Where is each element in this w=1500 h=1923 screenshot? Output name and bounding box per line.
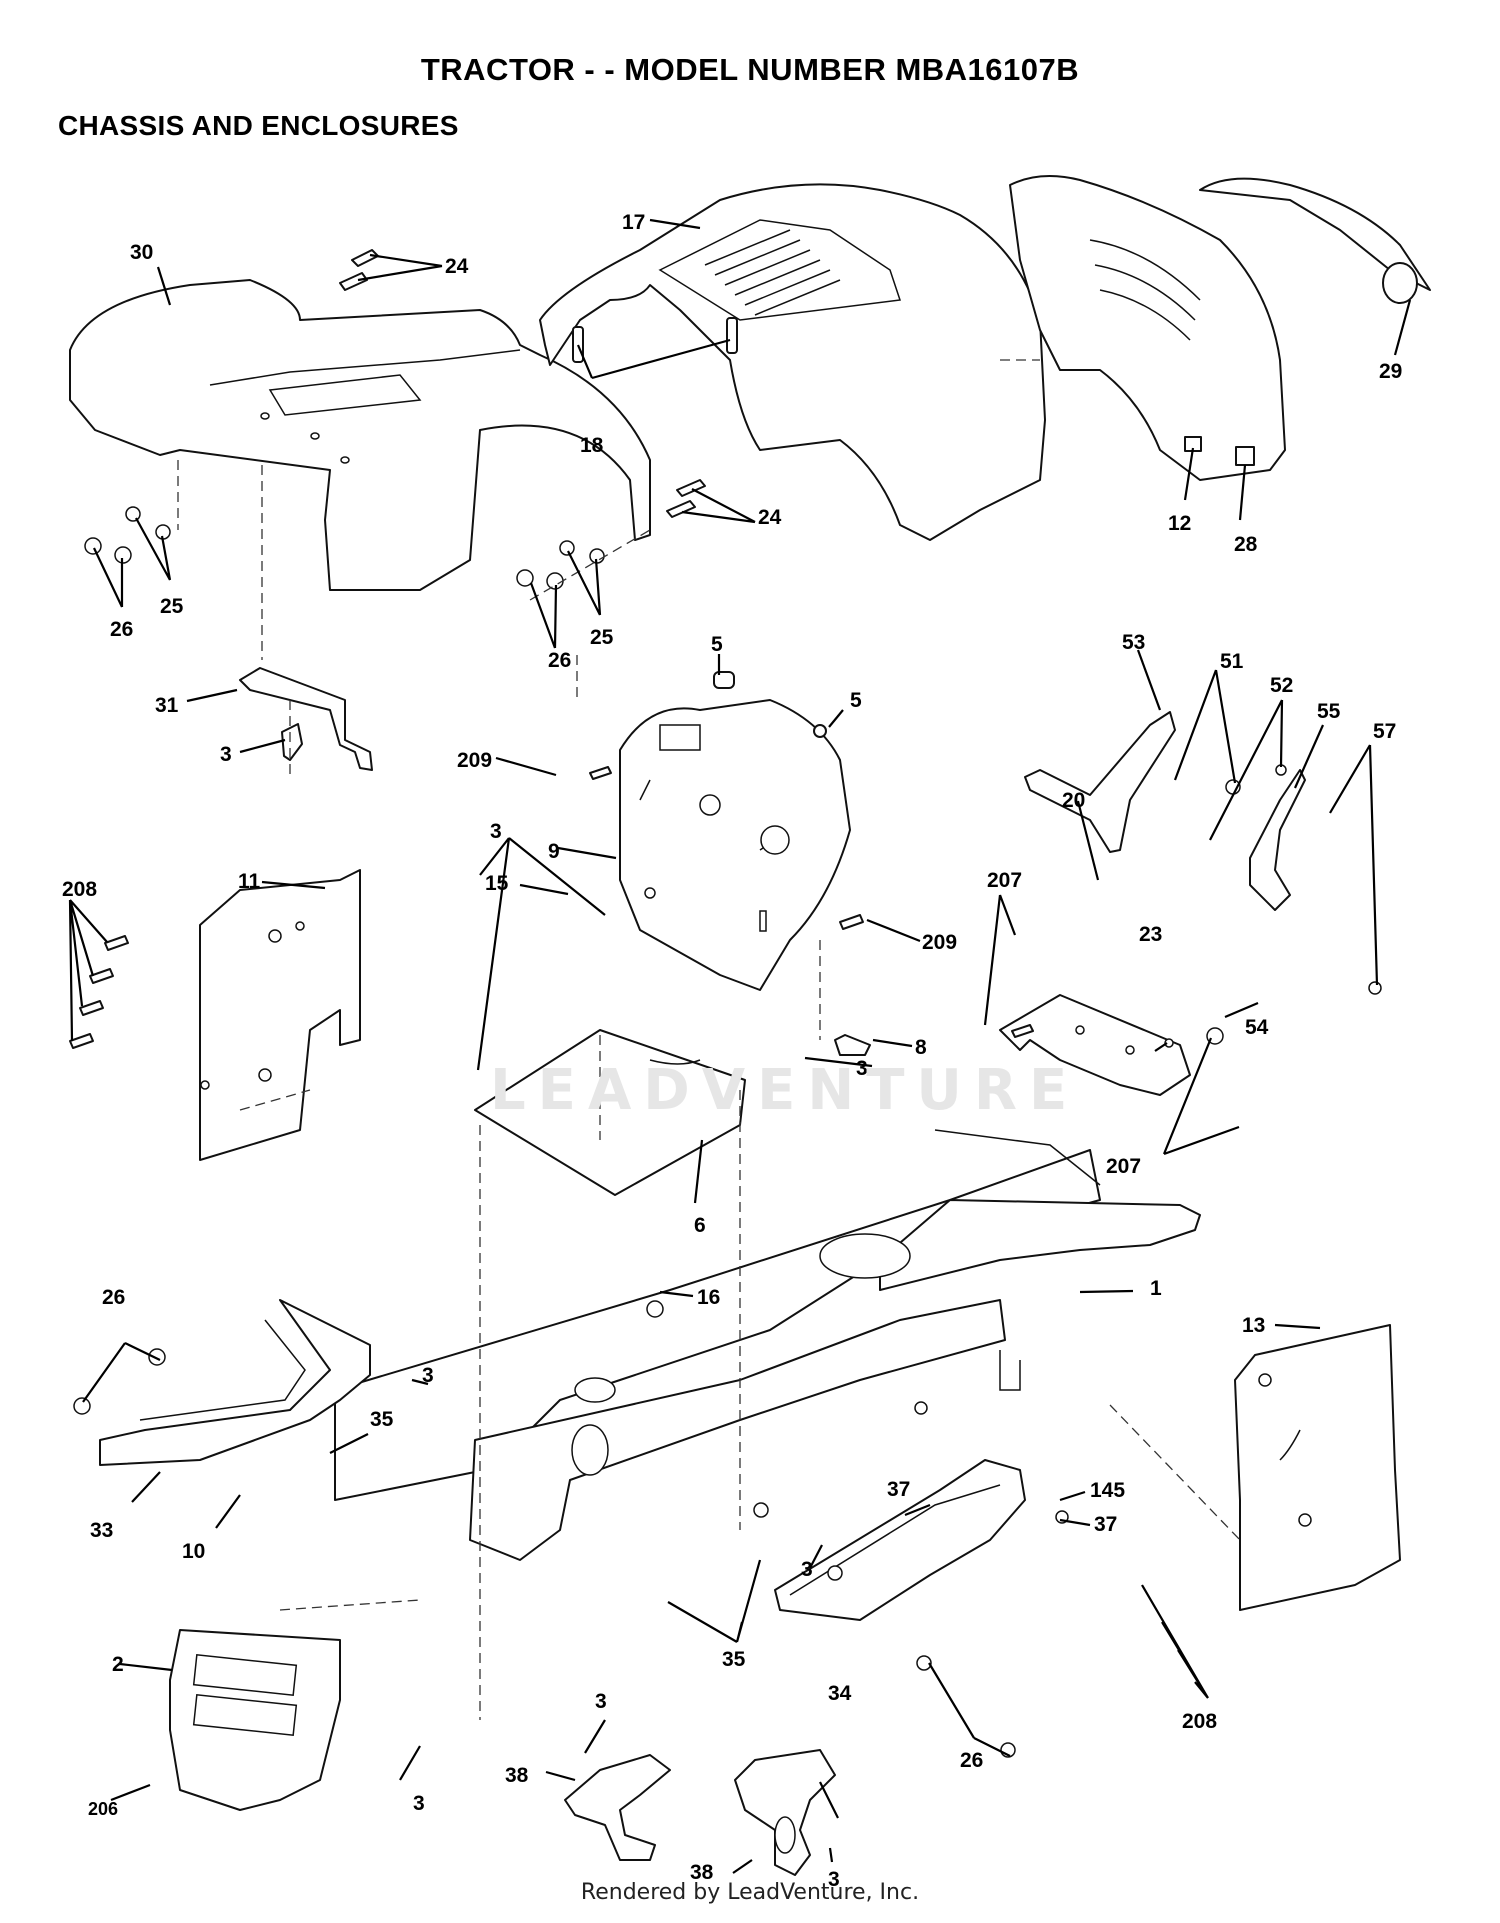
callout-52: 52 [1270,674,1293,697]
grille-part [1009,175,1431,481]
callout-33: 33 [90,1519,113,1542]
frame-1 [334,1129,1201,1561]
callout-207: 207 [987,869,1022,892]
bracket-31 [239,667,373,771]
brackets-right [999,711,1306,1096]
callout-11: 11 [238,870,261,893]
callout-55: 55 [1317,700,1341,723]
plate-6 [474,1029,746,1196]
callout-24: 24 [445,255,469,278]
watermark: LEADVENTURE [490,1058,1080,1123]
callout-26: 26 [102,1286,125,1309]
callout-209: 209 [922,931,957,954]
callout-54: 54 [1245,1016,1269,1039]
callout-5: 5 [850,689,862,712]
footer-credit: Rendered by LeadVenture, Inc. [580,1880,920,1905]
callout-12: 12 [1168,512,1191,535]
callout-25: 25 [160,595,184,618]
callout-28: 28 [1234,533,1258,556]
bracket-2 [169,1629,341,1811]
callout-labels: 30 24 17 18 24 29 12 28 26 25 26 25 5 5 … [62,211,1402,1891]
callout-17: 17 [622,211,645,234]
callout-1: 1 [1150,1277,1162,1300]
callout-53: 53 [1122,631,1145,654]
dash-panel-9 [619,671,851,991]
callout-3: 3 [801,1558,813,1581]
callout-24: 24 [758,506,782,529]
hood-part [539,183,1046,541]
callout-3: 3 [828,1868,840,1891]
callout-15: 15 [485,872,509,895]
callout-25: 25 [590,626,614,649]
bracket-13 [1234,1324,1401,1611]
callout-208: 208 [1182,1710,1217,1733]
callout-26: 26 [548,649,571,672]
callout-3: 3 [422,1364,434,1387]
footrest-33 [99,1299,371,1466]
callout-13: 13 [1242,1314,1265,1337]
callout-34: 34 [828,1682,852,1705]
callout-30: 30 [130,241,153,264]
page-title: TRACTOR - - MODEL NUMBER MBA16107B [420,52,1080,87]
misc-fasteners [69,764,1382,1758]
callout-3: 3 [856,1057,868,1080]
callout-38: 38 [690,1861,714,1884]
callout-208: 208 [62,878,97,901]
callout-18: 18 [580,434,604,457]
callout-3: 3 [490,820,502,843]
callout-37: 37 [1094,1513,1117,1536]
section-title: CHASSIS AND ENCLOSURES [58,110,459,141]
callout-16: 16 [697,1286,720,1309]
callout-209: 209 [457,749,492,772]
callout-35: 35 [722,1648,746,1671]
callout-26: 26 [960,1749,983,1772]
callout-3: 3 [220,743,232,766]
assembly-lines [177,359,1241,1720]
callout-8: 8 [915,1036,927,1059]
callout-207: 207 [1106,1155,1141,1178]
callout-145: 145 [1090,1479,1125,1502]
callout-2: 2 [112,1653,124,1676]
callout-26: 26 [110,618,133,641]
callout-3: 3 [595,1690,607,1713]
callout-35: 35 [370,1408,394,1431]
callout-3: 3 [413,1792,425,1815]
callout-10: 10 [182,1540,205,1563]
callout-20: 20 [1062,789,1085,812]
callout-29: 29 [1379,360,1402,383]
callout-57: 57 [1373,720,1396,743]
callout-37: 37 [887,1478,910,1501]
callout-206: 206 [88,1799,118,1819]
leader-lines [68,218,1412,1874]
callout-23: 23 [1139,923,1162,946]
callout-9: 9 [548,840,560,863]
callout-51: 51 [1220,650,1244,673]
brackets-38 [564,1749,836,1876]
callout-31: 31 [155,694,179,717]
support-11 [199,869,361,1161]
callout-5: 5 [711,633,723,656]
fender-part [69,279,651,591]
callout-38: 38 [505,1764,529,1787]
callout-6: 6 [694,1214,706,1237]
